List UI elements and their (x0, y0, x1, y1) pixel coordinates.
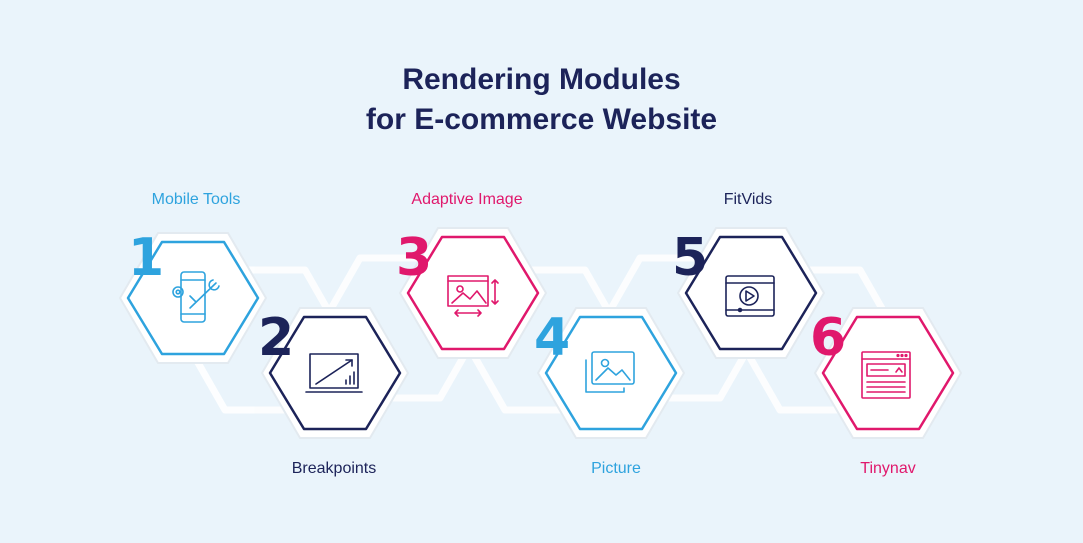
page-title: Rendering Modules for E-commerce Website (0, 60, 1083, 140)
module-2-number: 2 (258, 308, 295, 368)
module-4-number: 4 (534, 308, 571, 368)
module-5-hexagon (676, 227, 826, 359)
module-6-label: Tinynav (860, 460, 916, 477)
browser-nav-icon (861, 351, 911, 399)
module-6-number: 6 (810, 308, 847, 368)
module-1-label: Mobile Tools (151, 191, 241, 208)
module-3-number: 3 (396, 228, 433, 288)
module-5-label: FitVids (723, 191, 773, 208)
adaptive-image-icon (447, 275, 499, 317)
video-icon (725, 275, 775, 317)
module-4-label: Picture (591, 460, 641, 477)
module-2-hexagon (260, 307, 410, 439)
module-4-hexagon (536, 307, 686, 439)
module-3-hexagon (398, 227, 548, 359)
module-2-label: Breakpoints (291, 460, 377, 477)
module-6-hexagon (813, 307, 963, 439)
picture-icon (585, 351, 635, 393)
module-5-number: 5 (672, 228, 709, 288)
module-1-number: 1 (128, 228, 165, 288)
mobile-tools-icon (172, 271, 220, 323)
title-line-2: for E-commerce Website (365, 103, 718, 136)
title-line-1: Rendering Modules (402, 63, 681, 96)
module-3-label: Adaptive Image (411, 191, 523, 208)
breakpoints-icon (305, 353, 363, 393)
